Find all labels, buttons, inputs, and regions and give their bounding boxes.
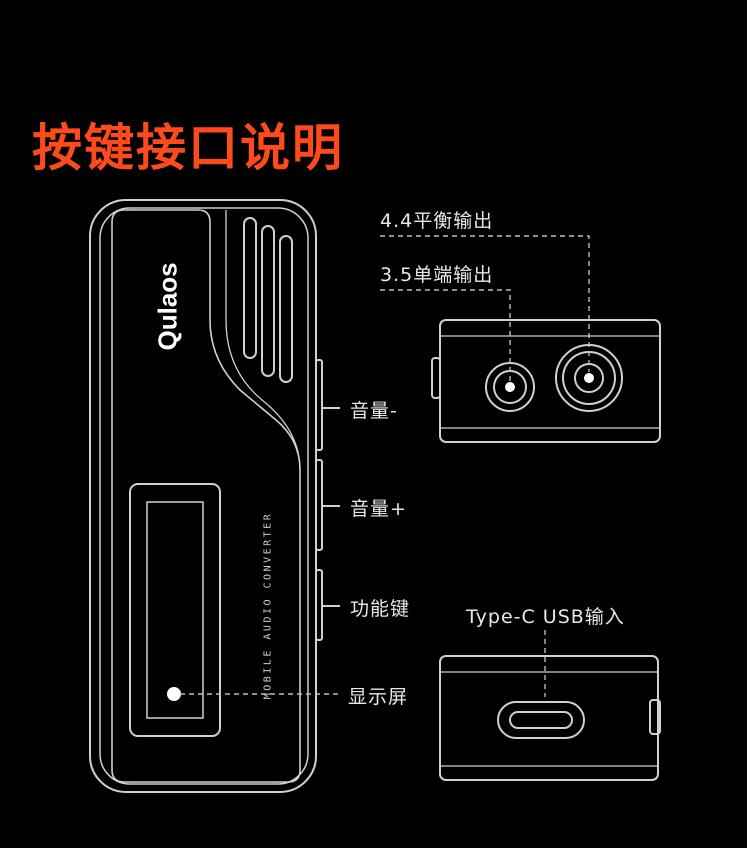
brand-logo: Qulaos [152,262,183,351]
label-single-out: 3.5单端输出 [380,264,494,286]
bottom-panel-usb [439,655,661,781]
label-function-key: 功能键 [350,598,411,620]
leader-lines [180,235,590,697]
label-usb-in: Type-C USB输入 [466,606,625,628]
device-side-text: MOBILE AUDIO CONVERTER [262,511,274,700]
top-panel-jacks [431,319,661,443]
label-balanced-out: 4.4平衡输出 [380,210,494,232]
button-ticks [321,400,340,614]
display-screen [129,483,221,737]
label-display: 显示屏 [348,686,409,708]
device-body [89,199,317,793]
label-vol-down: 音量- [350,400,398,422]
page-title: 按键接口说明 [32,119,344,177]
label-vol-up: 音量+ [350,498,407,520]
